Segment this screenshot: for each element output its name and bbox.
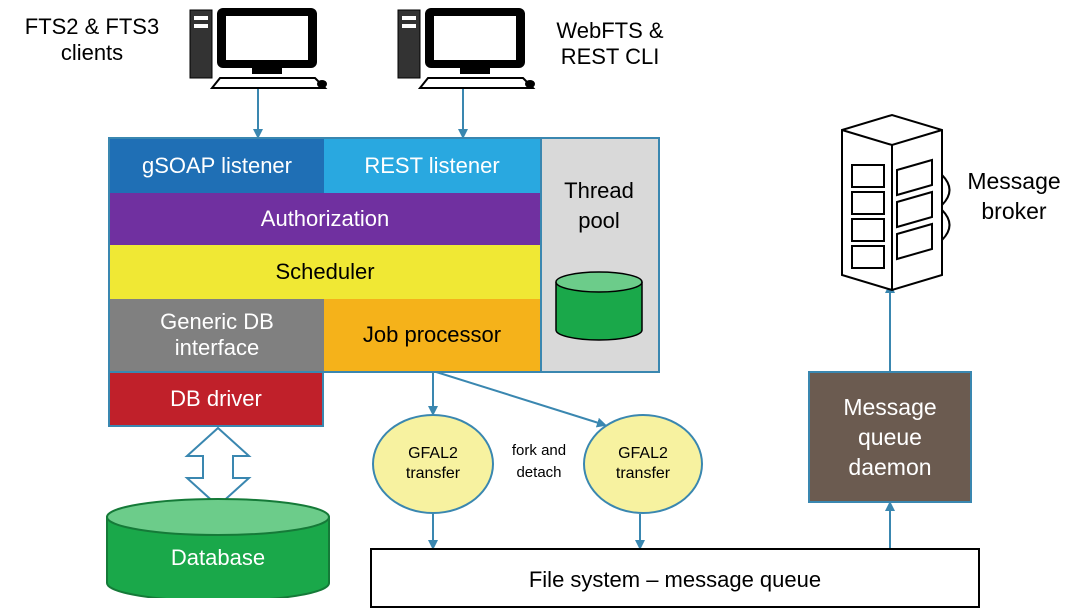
jp-to-gfal-right-arrow (432, 370, 607, 428)
fork-and-detach-label: fork and detach (511, 442, 567, 481)
gfal2-transfer-right: GFAL2 transfer (583, 414, 703, 514)
gfal2-transfer-left: GFAL2 transfer (372, 414, 494, 514)
job-processor: Job processor (324, 299, 540, 371)
generic-db-interface: Generic DB interface (110, 299, 324, 371)
file-system-message-queue: File system – message queue (370, 548, 980, 608)
gsoap-listener: gSOAP listener (110, 139, 324, 193)
rest-listener: REST listener (324, 139, 540, 193)
desktop-computer-icon (397, 8, 536, 89)
db-driver: DB driver (108, 371, 324, 427)
message-queue-daemon: Message queue daemon (808, 371, 972, 503)
fts-clients-label: FTS2 & FTS3 clients (24, 14, 160, 65)
scheduler-layer: Scheduler (110, 245, 540, 299)
fts-server-block (108, 137, 660, 373)
server-rack-icon (841, 113, 951, 292)
authorization-layer: Authorization (110, 193, 540, 245)
webfts-clients-label: WebFTS & REST CLI (556, 18, 664, 69)
thread-pool-label: Thread pool (564, 178, 634, 233)
database-label: Database (170, 545, 266, 570)
message-broker-label: Message broker (967, 168, 1061, 224)
desktop-computer-icon (189, 8, 328, 89)
